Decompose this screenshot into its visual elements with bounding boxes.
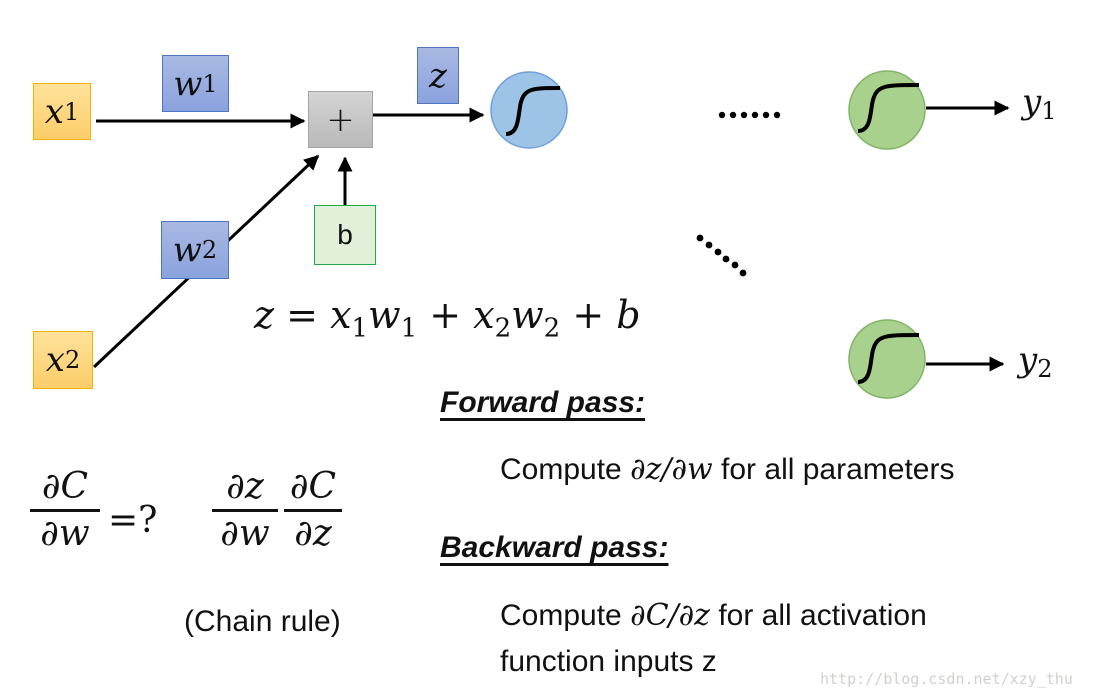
eq-term2-a-sub: 2 [494,313,512,344]
chain-rule-caption: (Chain rule) [184,605,341,638]
output-neuron-2 [848,319,926,399]
eq-term2-b: w [511,293,544,337]
input-x2-symbol: x [45,340,65,380]
bias-label: b [337,219,353,250]
frac-dC-dw-num: ∂C [41,466,89,507]
output-y2-subscript: 2 [1037,355,1053,383]
eq-plus-2: + [572,293,605,337]
z-label-box: z [417,47,459,104]
weight-w1-subscript: 1 [202,69,218,98]
sigmoid-icon [505,86,561,136]
frac-dz-dw-num: ∂z [226,466,264,507]
input-x2-subscript: 2 [64,346,81,374]
fraction-bar [30,509,100,512]
z-label: z [429,55,447,96]
frac-dC-dw: ∂C ∂w [30,465,100,556]
forward-text-after: for all parameters [712,453,955,486]
watermark: http://blog.csdn.net/xzy_thu [820,670,1073,688]
frac-dz-dw-den: ∂w [220,513,270,554]
plus-icon: + [326,99,355,140]
eq-term1-b: w [368,293,401,337]
backward-text-after: for all activation [709,599,927,632]
forward-pass-text: Compute ∂z/∂w for all parameters [500,452,954,487]
forward-math: ∂z/∂w [630,452,713,487]
eq-lhs: z [254,293,275,337]
weight-w1-symbol: w [173,63,203,104]
eq-question: =? [108,500,158,541]
sigmoid-icon [857,83,920,133]
forward-pass-heading: Forward pass: [440,386,646,419]
eq-plus-1: + [429,293,462,337]
ellipsis-diagonal [696,234,747,277]
ellipsis-horizontal [718,111,781,119]
sum-node: + [308,91,373,148]
weight-w2-subscript: 2 [201,236,218,264]
input-x1-subscript: 1 [63,97,80,126]
frac-dC-dw-den: ∂w [40,513,90,554]
backward-text-before: Compute [500,599,631,632]
forward-text-before: Compute [500,453,631,486]
eq-term1-a: x [330,293,352,337]
input-x1-symbol: x [44,91,64,132]
output-y1: y1 [1022,82,1057,125]
fraction-bar [212,509,278,512]
hidden-neuron [490,71,568,149]
eq-equals: = [286,293,318,337]
backward-pass-text-line2: function inputs z [500,645,717,678]
output-y2: y2 [1018,340,1053,383]
frac-dC-dz-num: ∂C [289,466,337,507]
frac-dC-dz-den: ∂z [294,513,332,554]
backward-pass-text: Compute ∂C/∂z for all activation [500,598,927,633]
eq-term2-a: x [473,293,495,337]
backward-pass-heading: Backward pass: [440,531,669,564]
frac-dC-dz: ∂C ∂z [284,465,342,556]
eq-term1-b-sub: 1 [400,313,418,344]
fraction-bar [284,509,342,512]
output-y1-subscript: 1 [1041,97,1057,125]
eq-bias: b [616,293,641,337]
frac-dz-dw: ∂z ∂w [212,465,278,556]
sigmoid-icon [857,333,920,384]
sum-equation: z = x1w1 + x2w2 + b [254,293,641,344]
output-y2-symbol: y [1018,340,1038,380]
eq-term2-b-sub: 2 [543,313,561,344]
output-neuron-1 [848,70,926,150]
output-y1-symbol: y [1022,82,1042,122]
bias-box: b [314,205,376,265]
weight-w2-symbol: w [172,230,202,270]
eq-term1-a-sub: 1 [351,313,369,344]
backward-math: ∂C/∂z [630,598,710,633]
